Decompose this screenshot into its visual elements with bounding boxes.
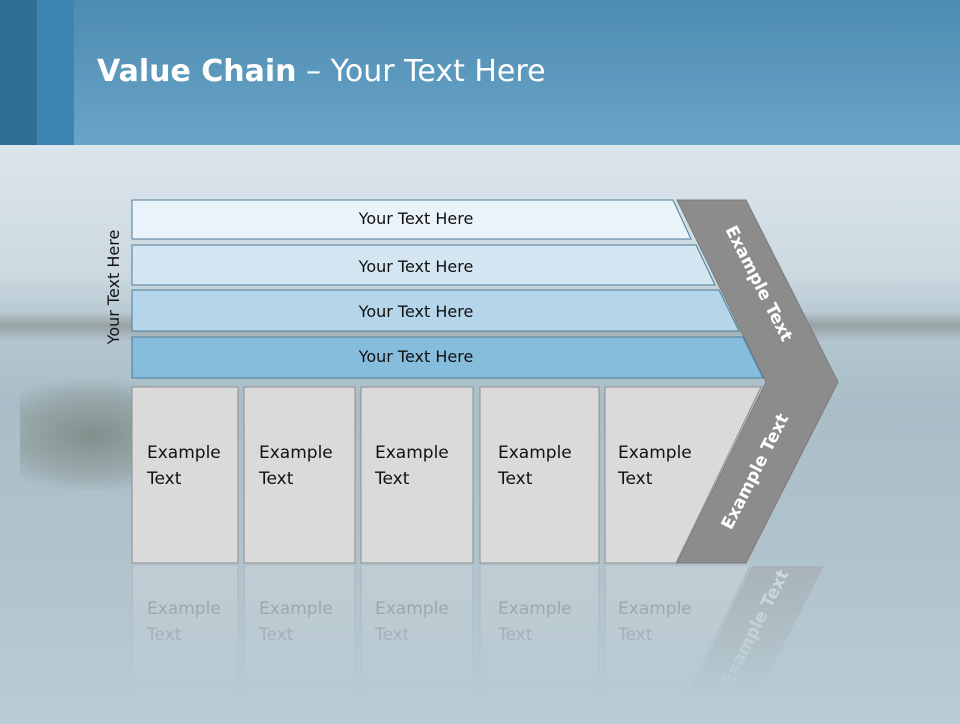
reflection-text: Text bbox=[497, 625, 533, 645]
support-bar-label: Your Text Here bbox=[358, 257, 474, 276]
activity-box-line1: Example bbox=[259, 443, 333, 463]
support-bar-label: Your Text Here bbox=[358, 347, 474, 366]
activity-box-line1: Example bbox=[147, 443, 221, 463]
activity-box-line1: Example bbox=[375, 443, 449, 463]
support-bar-2 bbox=[131, 244, 716, 286]
support-bar-label: Your Text Here bbox=[358, 302, 474, 321]
slide-header: Value Chain – Your Text Here bbox=[0, 0, 960, 145]
reflection-text: Text bbox=[146, 625, 182, 645]
activity-box-line1: Example bbox=[618, 443, 692, 463]
reflection-text: Text bbox=[374, 625, 410, 645]
support-bar-3 bbox=[131, 289, 740, 332]
reflection-box bbox=[479, 542, 600, 720]
reflection-group: Example Text Example Text Example Text E… bbox=[131, 356, 838, 720]
activity-box-line2: Text bbox=[497, 469, 533, 489]
slide-title: Value Chain – Your Text Here bbox=[97, 54, 546, 89]
activity-box-line2: Text bbox=[146, 469, 182, 489]
title-bold: Value Chain bbox=[97, 54, 297, 89]
reflection-box bbox=[360, 542, 474, 720]
diagram-reflection: Example Text Example Text Example Text E… bbox=[0, 356, 960, 720]
reflection-text: Example bbox=[618, 599, 692, 619]
reflection-text: Text bbox=[258, 625, 294, 645]
activity-box-4 bbox=[479, 386, 600, 564]
reflection-text: Example bbox=[147, 599, 221, 619]
support-bar-4 bbox=[131, 336, 764, 379]
support-bar-label: Your Text Here bbox=[358, 209, 474, 228]
support-bar-1 bbox=[131, 199, 692, 240]
header-accent-strip bbox=[37, 0, 74, 145]
reflection-text: Example bbox=[375, 599, 449, 619]
reflection-text: Example bbox=[259, 599, 333, 619]
activity-box-1 bbox=[131, 386, 239, 564]
reflection-box bbox=[243, 542, 356, 720]
reflection-svg: Example Text Example Text Example Text E… bbox=[131, 356, 838, 720]
activity-box-line2: Text bbox=[617, 469, 653, 489]
reflection-text: Text bbox=[617, 625, 653, 645]
title-rest: – Your Text Here bbox=[296, 54, 546, 89]
activity-box-3 bbox=[360, 386, 474, 564]
activity-box-line2: Text bbox=[258, 469, 294, 489]
chevron-arrow bbox=[676, 199, 839, 564]
header-accent-strip bbox=[0, 0, 37, 145]
activity-box-2 bbox=[243, 386, 356, 564]
reflection-box bbox=[131, 542, 239, 720]
activity-box-line2: Text bbox=[374, 469, 410, 489]
reflection-text: Example bbox=[498, 599, 572, 619]
activity-box-line1: Example bbox=[498, 443, 572, 463]
activity-box-5 bbox=[604, 386, 762, 564]
